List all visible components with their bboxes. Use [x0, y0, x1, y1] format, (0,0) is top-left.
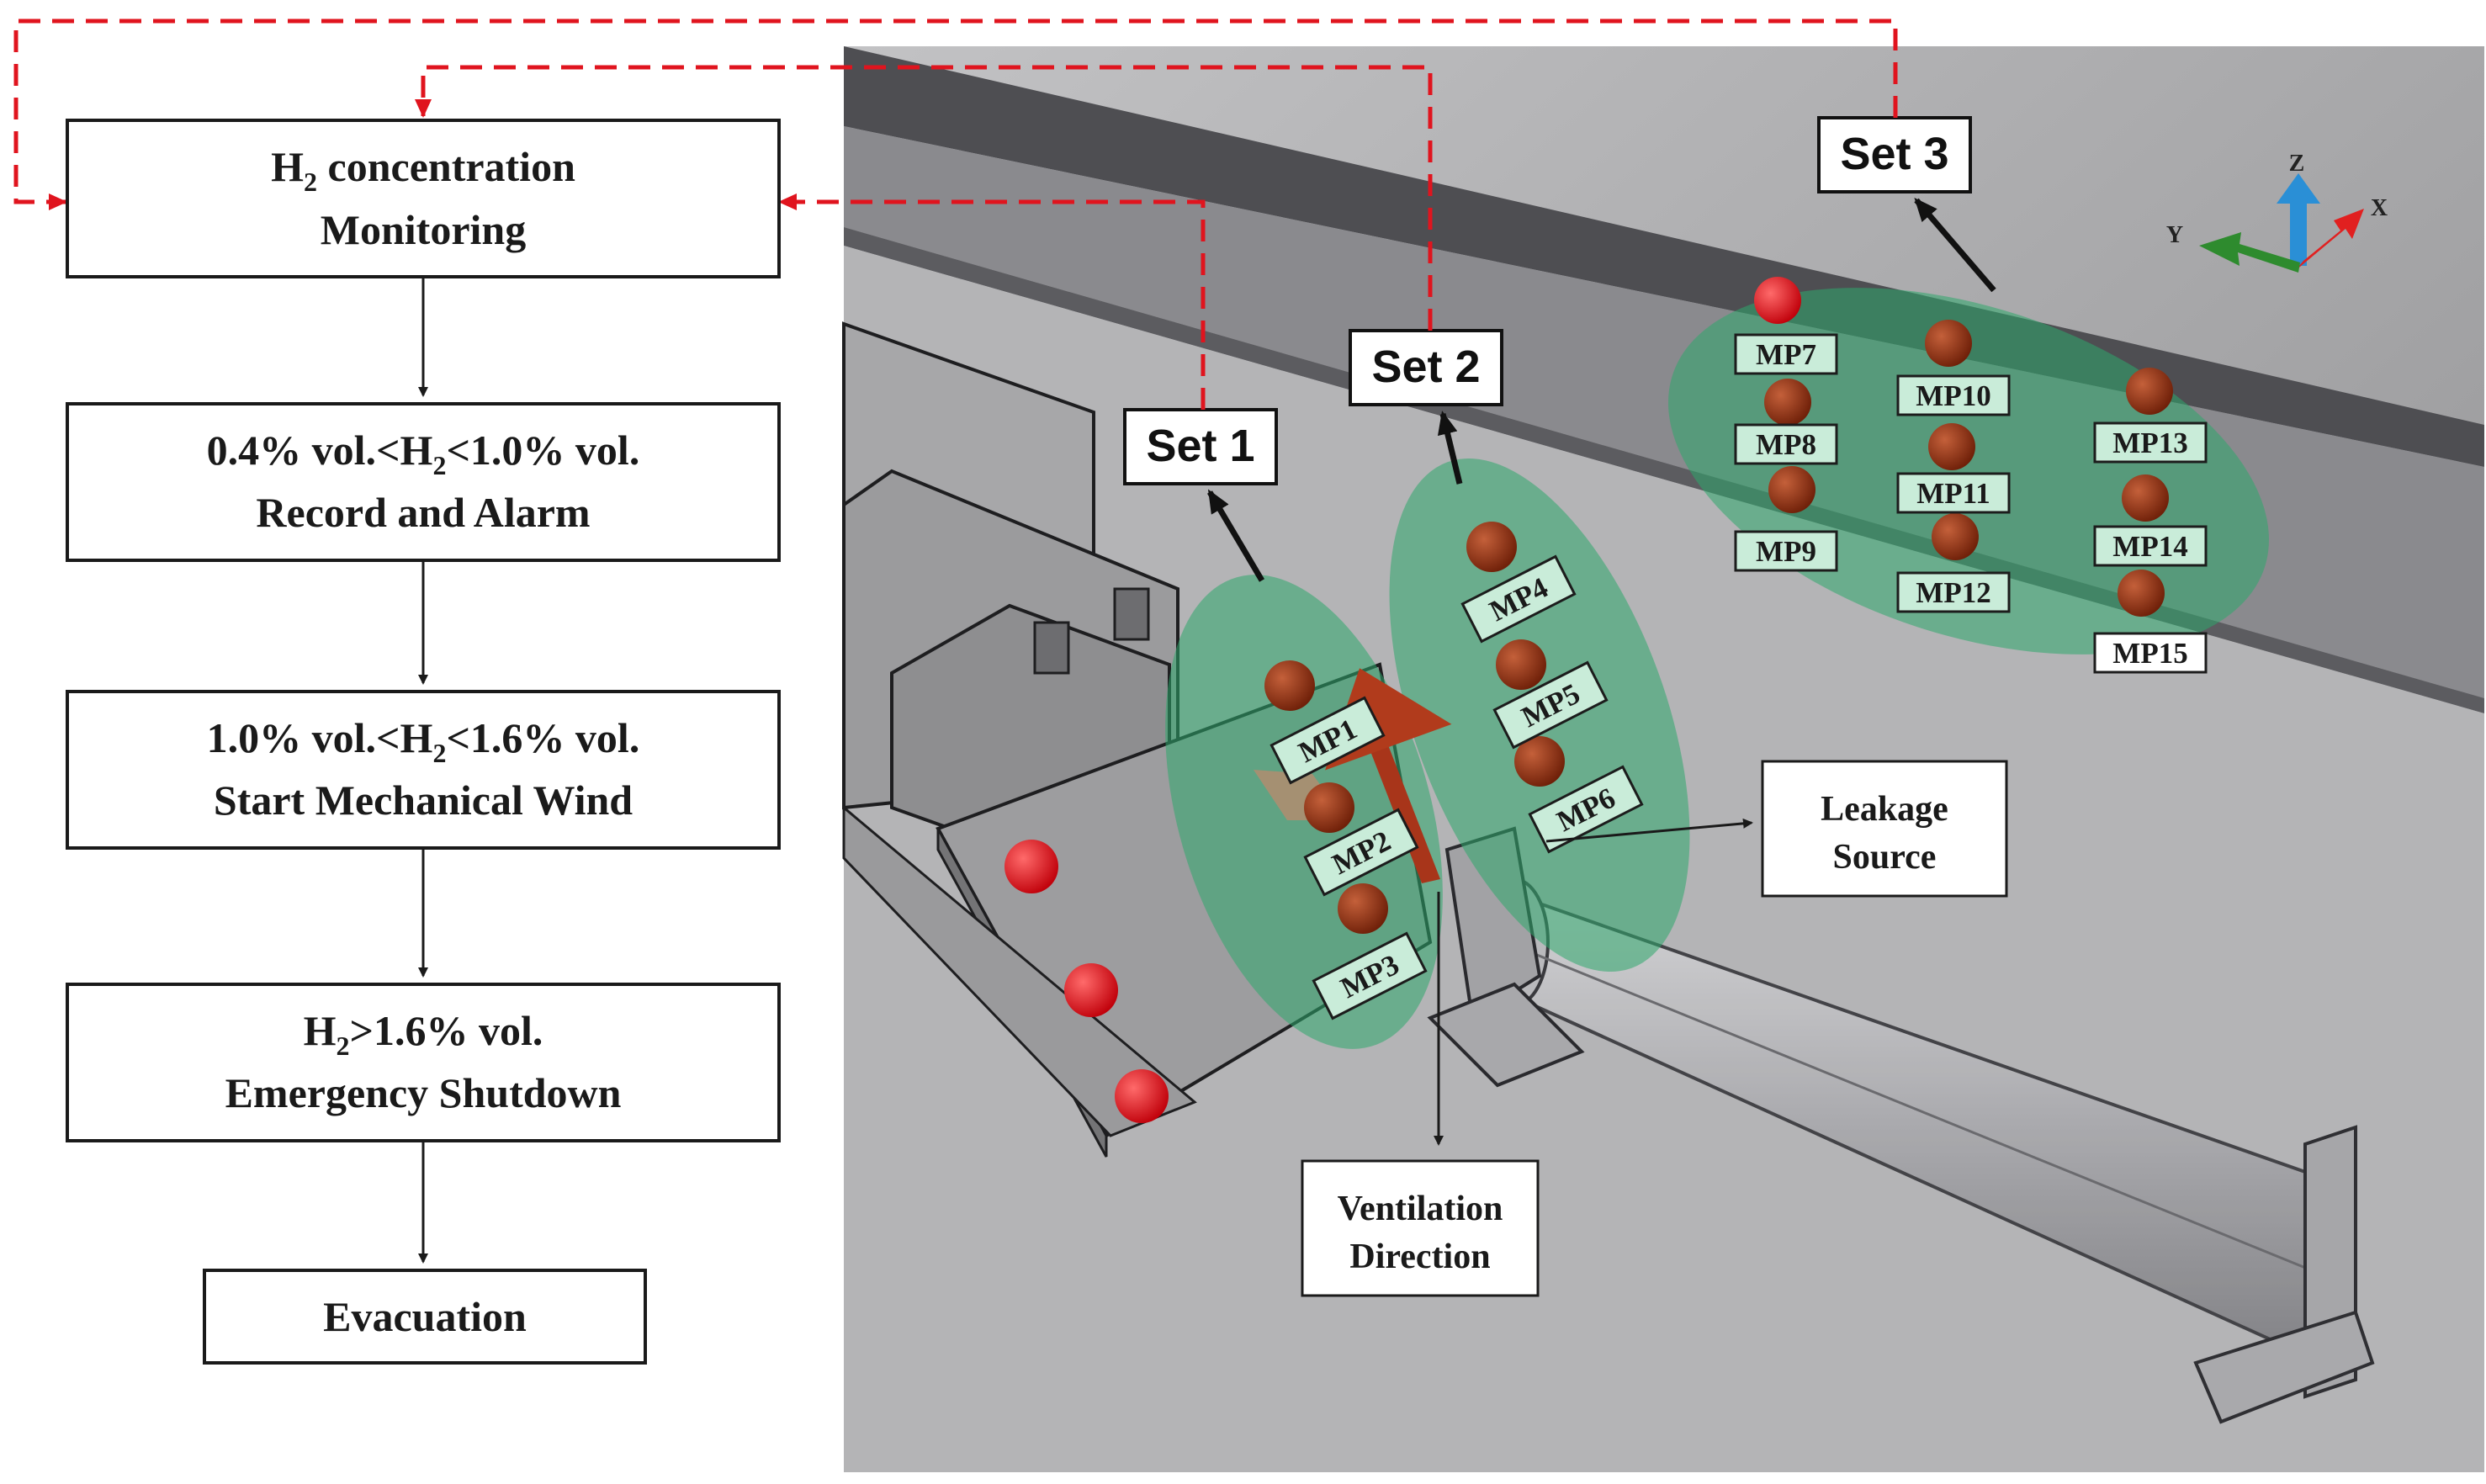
axis-z-label: Z	[2289, 151, 2305, 177]
evacuation-box	[203, 1269, 647, 1365]
evacuation-text: Evacuation	[323, 1293, 527, 1340]
mp14-text: MP14	[2112, 530, 2187, 563]
shutdown-line2: Emergency Shutdown	[225, 1069, 622, 1116]
mp15-text: MP15	[2112, 637, 2187, 670]
axis-triad: Z X Y	[2166, 151, 2388, 273]
mp12-text: MP12	[1916, 576, 1990, 609]
alarm-line1: 0.4% vol.<H2<1.0% vol.	[207, 427, 640, 480]
set2-box	[1349, 329, 1503, 406]
ventilation-line1: Ventilation	[1338, 1190, 1503, 1228]
wind-box	[66, 690, 781, 850]
shutdown-line1: H2>1.6% vol.	[304, 1007, 543, 1061]
alarm-sensors	[1004, 277, 1801, 1123]
set3-feedback-line	[13, 19, 1898, 210]
mp2-label: MP2	[1303, 808, 1419, 897]
ventilation-direction-label: Ventilation Direction	[1301, 892, 1540, 1297]
ventilation-line2: Direction	[1349, 1238, 1490, 1276]
set1-feedback-line	[778, 193, 1206, 410]
mp7-text: MP7	[1756, 338, 1816, 371]
axis-x-label: X	[2371, 195, 2388, 221]
mp-labels: MP1 MP2 MP3 MP4 MP5 MP6	[1270, 554, 1644, 1020]
scene-3d	[842, 46, 2484, 1472]
set3-box	[1817, 116, 1972, 193]
mp9-text: MP9	[1756, 535, 1816, 568]
set3-text: Set 3	[1840, 129, 1948, 179]
monitoring-line2: Monitoring	[321, 206, 526, 253]
leakage-source-label: Leakage Source	[1545, 760, 2008, 898]
set1-box	[1123, 408, 1278, 485]
set2-feedback-line	[415, 65, 1433, 331]
alarm-line2: Record and Alarm	[256, 489, 590, 536]
leakage-line1: Leakage	[1821, 790, 1948, 829]
monitoring-line1: H2 concentration	[271, 143, 575, 197]
wind-line2: Start Mechanical Wind	[214, 776, 633, 824]
measure-sensors	[1264, 320, 2173, 934]
monitoring-box	[66, 119, 781, 278]
axis-y-label: Y	[2166, 222, 2183, 248]
leakage-line2: Source	[1833, 838, 1937, 877]
mp-labels-set3: MP7 MP8 MP9 MP10 MP11 MP12 MP13 MP14 MP1…	[1734, 333, 2208, 674]
set2-text: Set 2	[1371, 342, 1480, 392]
mp13-text: MP13	[2112, 427, 2187, 459]
shutdown-box	[66, 983, 781, 1142]
set-labels: Set 1 Set 2 Set 3	[1123, 116, 1996, 582]
mp11-text: MP11	[1916, 477, 1990, 510]
alarm-box	[66, 402, 781, 562]
set1-text: Set 1	[1146, 421, 1254, 471]
mp10-text: MP10	[1916, 379, 1990, 412]
flowchart: H2 concentration Monitoring 0.4% vol.<H2…	[66, 119, 781, 1365]
feedback-lines	[13, 19, 1898, 410]
mp8-text: MP8	[1756, 428, 1816, 461]
wind-line1: 1.0% vol.<H2<1.6% vol.	[207, 714, 640, 768]
